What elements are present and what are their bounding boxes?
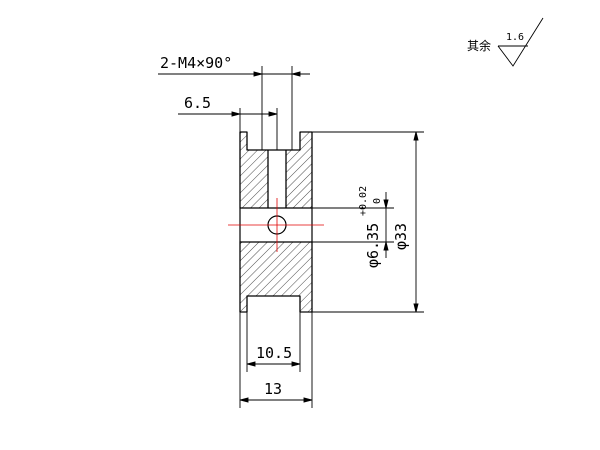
svg-text:0: 0: [372, 198, 383, 204]
upper-right-hatch: [285, 131, 313, 209]
bore-diameter-label: φ6.35 +0.02 0: [358, 186, 383, 268]
roughness-symbol: [497, 17, 544, 67]
svg-text:+0.02: +0.02: [358, 186, 369, 216]
thread-callout-label: 2-M4×90°: [160, 54, 232, 72]
pulley-outline: [239, 131, 313, 313]
right-dimensions: [312, 131, 424, 313]
inner-width-label: 10.5: [256, 344, 292, 362]
set-screw-offset-label: 6.5: [184, 94, 211, 112]
screw-hole: [228, 198, 324, 252]
bottom-dimensions: [239, 312, 313, 408]
roughness-note-label: 其余: [467, 38, 491, 53]
outer-diameter-label: φ33: [392, 223, 410, 250]
lower-hatch: [239, 241, 313, 313]
svg-text:φ6.35: φ6.35: [364, 223, 382, 268]
overall-width-label: 13: [264, 380, 282, 398]
top-dimensions: [158, 66, 310, 150]
upper-left-hatch: [239, 131, 269, 209]
roughness-value-label: 1.6: [506, 32, 524, 43]
